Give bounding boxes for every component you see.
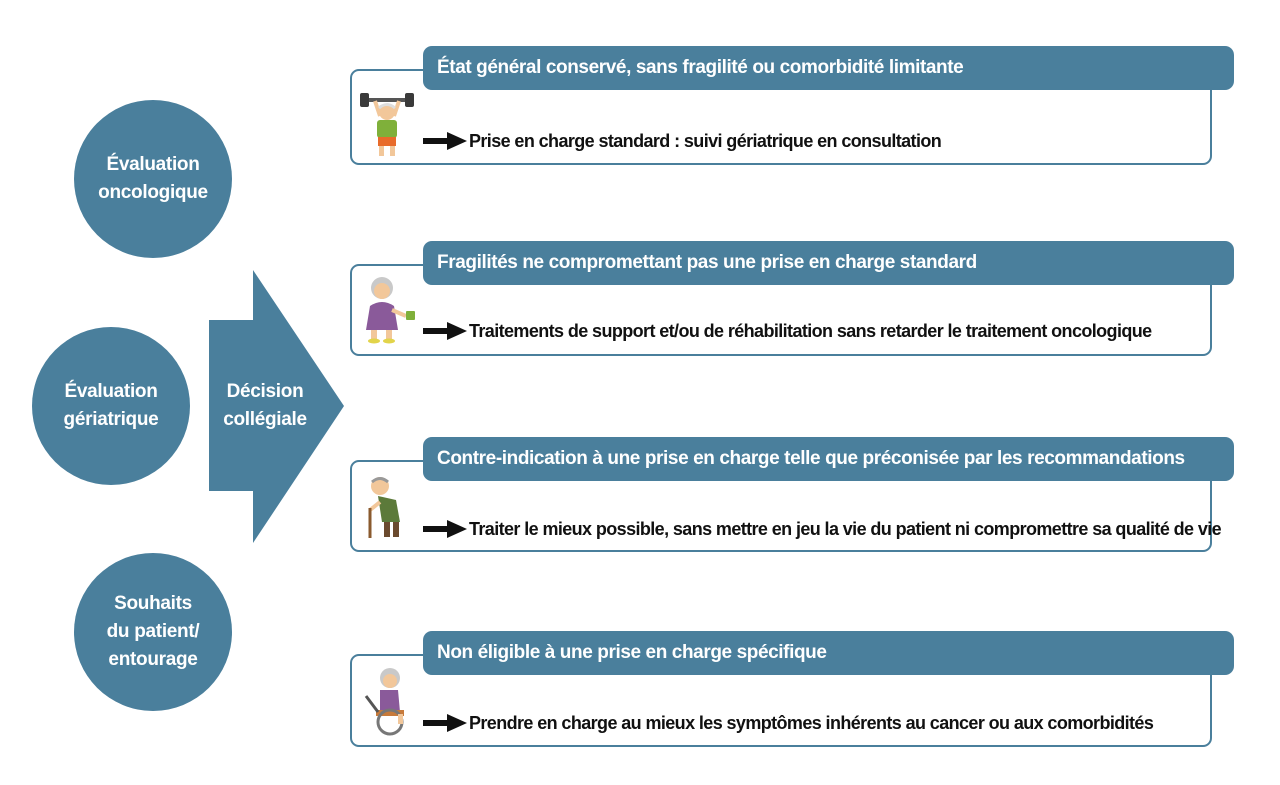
elderly-woman-cup-icon bbox=[366, 277, 415, 344]
outcome-title-2: Fragilités ne compromettant pas une pris… bbox=[423, 241, 1234, 285]
action-text: Prendre en charge au mieux les symptômes… bbox=[469, 712, 1154, 733]
outcome-action-2: Traitements de support et/ou de réhabili… bbox=[423, 318, 1152, 344]
decision-arrow bbox=[209, 270, 344, 543]
outcome-action-4: Prendre en charge au mieux les symptômes… bbox=[423, 710, 1154, 736]
wheelchair-icon bbox=[364, 668, 404, 736]
outcome-title-3: Contre-indication à une prise en charge … bbox=[423, 437, 1234, 481]
outcome-title-4: Non éligible à une prise en charge spéci… bbox=[423, 631, 1234, 675]
weightlifter-icon bbox=[360, 93, 414, 156]
decision-label: Décision collégiale bbox=[223, 381, 307, 430]
input-label: Souhaits du patient/ entourage bbox=[106, 593, 200, 670]
input-label: Évaluation oncologique bbox=[98, 154, 208, 203]
arrow-right-icon bbox=[423, 714, 467, 732]
action-text: Traiter le mieux possible, sans mettre e… bbox=[469, 518, 1222, 539]
input-circle-oncologic: Évaluation oncologique bbox=[74, 100, 232, 258]
outcome-action-1: Prise en charge standard : suivi gériatr… bbox=[423, 128, 942, 154]
outcome-title-1: État général conservé, sans fragilité ou… bbox=[423, 46, 1234, 90]
arrow-right-icon bbox=[423, 132, 467, 150]
action-text: Prise en charge standard : suivi gériatr… bbox=[469, 130, 942, 151]
input-circle-geriatric: Évaluation gériatrique bbox=[32, 327, 190, 485]
arrow-right-icon bbox=[423, 322, 467, 340]
elderly-man-cane-icon bbox=[368, 477, 400, 538]
outcome-action-3: Traiter le mieux possible, sans mettre e… bbox=[423, 516, 1222, 542]
arrow-right-icon bbox=[423, 520, 467, 538]
action-text: Traitements de support et/ou de réhabili… bbox=[469, 320, 1152, 341]
input-label: Évaluation gériatrique bbox=[63, 381, 159, 430]
input-circle-patient-wishes: Souhaits du patient/ entourage bbox=[74, 553, 232, 711]
